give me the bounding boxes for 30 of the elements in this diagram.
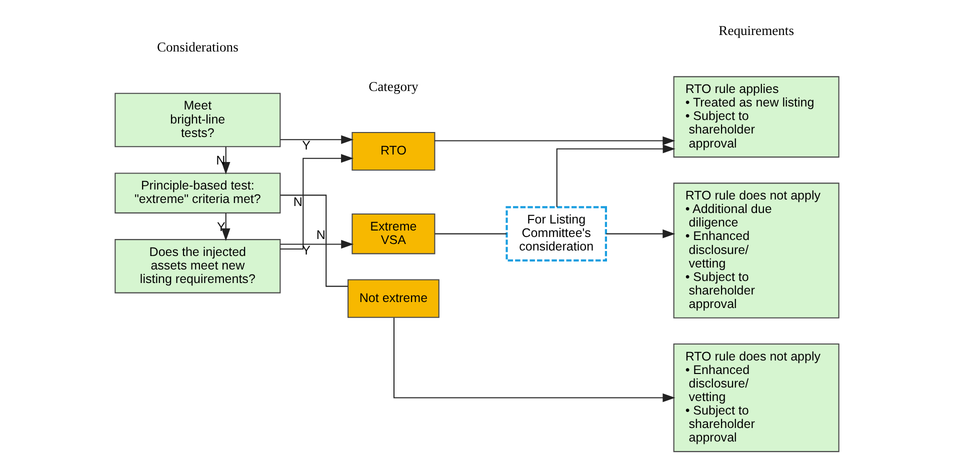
edge-label: N [316, 228, 326, 242]
node-box: Meet bright-line tests? [114, 92, 281, 148]
arrow [221, 213, 230, 241]
node-box: Not extreme [348, 279, 440, 318]
label: Requirements [718, 22, 794, 38]
connector [280, 194, 348, 287]
node-box: RTO rule applies • Treated as new listing • Subject to shareholder approval [673, 76, 840, 158]
node-box: RTO rule does not apply • Enhanced disclosure/ vetting • Subject to shareholder approval [673, 343, 840, 452]
label: Considerations [156, 40, 238, 55]
edge-label: Y [302, 138, 310, 153]
node-box: RTO rule does not apply • Additional due diligence • Enhanced disclosure/ vetting • Subject to shareholder approval [673, 182, 840, 318]
arrow [606, 229, 676, 238]
node-box: Extreme VSA [352, 213, 436, 254]
edge-label: Y [302, 243, 310, 258]
arrow [280, 135, 354, 144]
arrow [221, 146, 230, 175]
edge-label: N [216, 154, 226, 168]
node-box: RTO [352, 132, 436, 171]
arrow [280, 240, 354, 249]
node-box: Does the injected assets meet new listing requirements? [114, 239, 281, 294]
arrow [280, 154, 354, 250]
edge-label: N [293, 194, 302, 209]
edge-label: Y [216, 220, 226, 234]
node-box: Principle-based test: "extreme" criteria met? [114, 172, 281, 214]
node-box: For Listing Committee's consideration [506, 206, 607, 262]
arrow [434, 136, 676, 146]
arrow [393, 318, 676, 402]
connector [435, 233, 506, 234]
label: Category [368, 79, 418, 94]
arrow [556, 144, 676, 207]
